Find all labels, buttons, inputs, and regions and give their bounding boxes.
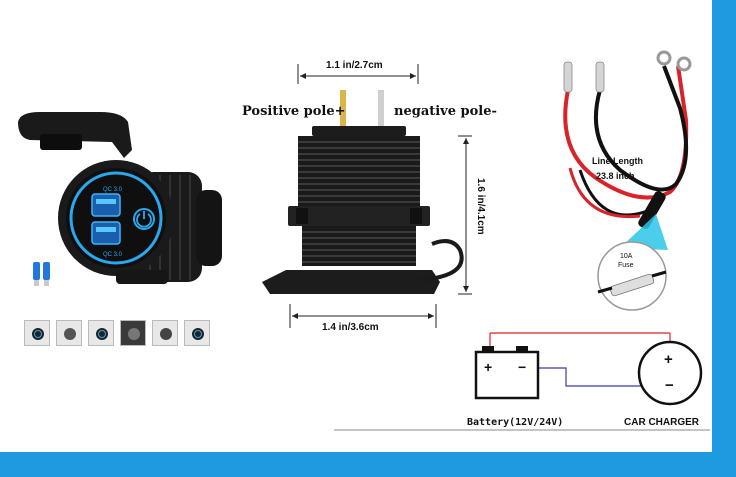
thumbnail-1[interactable] — [24, 320, 50, 346]
battery-icon — [474, 346, 540, 400]
qc-label-top: QC 3.0 — [103, 187, 123, 193]
charger-minus-sign: − — [665, 377, 674, 394]
wire-harness — [563, 50, 692, 311]
qc-label-bottom: QC 3.0 — [103, 252, 123, 258]
bottom-width-dimension-label: 1.4 in/3.6cm — [322, 322, 379, 333]
terminal-connectors-icon — [33, 262, 50, 286]
usb-socket-product-photo — [18, 112, 222, 284]
line-length-value: 23.8 inch — [596, 171, 635, 181]
thumbnail-strip — [24, 320, 210, 346]
wiring-diagram — [334, 332, 710, 431]
blue-frame-right — [712, 0, 736, 477]
thumbnail-5[interactable] — [152, 320, 178, 346]
thumbnail-6[interactable] — [184, 320, 210, 346]
charger-plus-sign: + — [664, 351, 673, 368]
dimension-drawing — [262, 64, 472, 328]
fuse-word-label: Fuse — [618, 262, 634, 269]
blue-frame-bottom — [0, 452, 736, 477]
top-width-dimension-label: 1.1 in/2.7cm — [326, 60, 383, 71]
thumbnail-2[interactable] — [56, 320, 82, 346]
thumbnail-3[interactable] — [88, 320, 114, 346]
battery-minus-sign: − — [518, 359, 526, 375]
car-charger-label: CAR CHARGER — [624, 417, 699, 428]
fuse-amp-label: 10A — [620, 253, 633, 260]
positive-pole-label: Positive pole+ — [242, 104, 346, 119]
height-dimension-label: 1.6 in/4.1cm — [475, 178, 486, 235]
battery-plus-sign: + — [484, 359, 492, 375]
negative-pole-label: negative pole- — [394, 104, 497, 119]
thumbnail-4[interactable] — [120, 320, 146, 346]
charger-icon — [637, 340, 703, 406]
battery-label: Battery(12V/24V) — [467, 417, 564, 428]
line-length-label: Line Length — [592, 156, 643, 166]
